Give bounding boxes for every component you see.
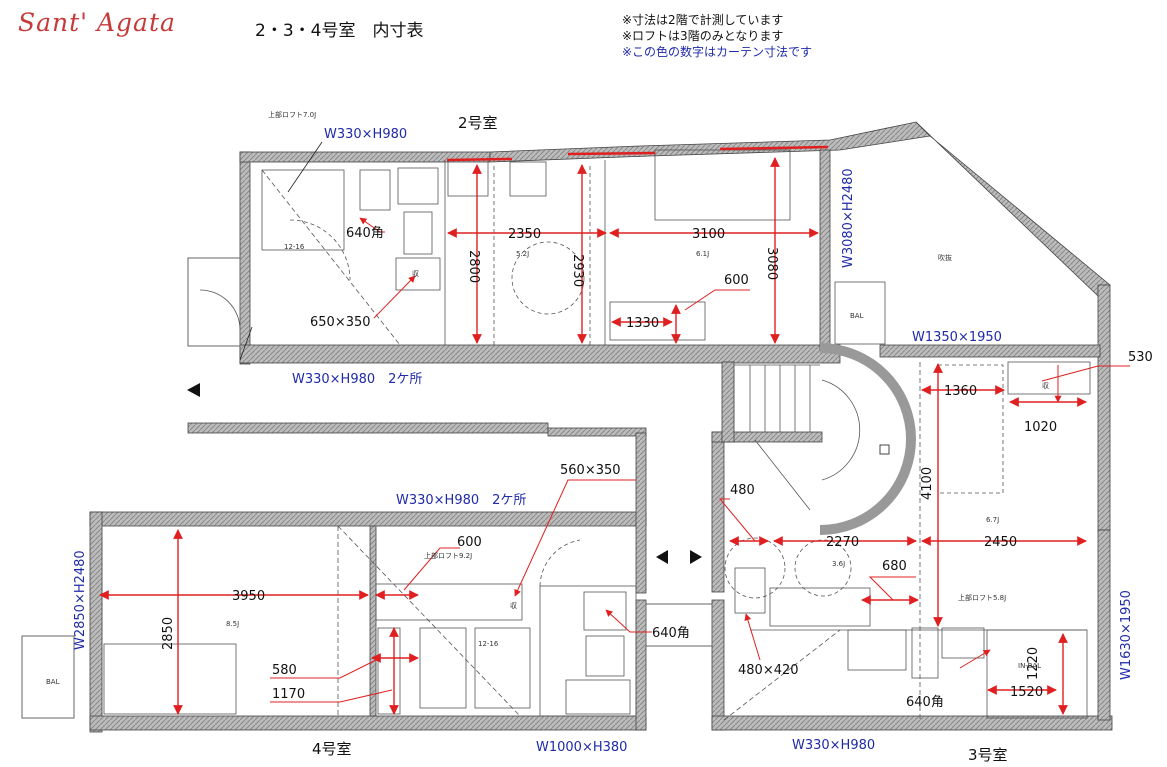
room2-window-balcony: W1350×1950 bbox=[912, 330, 1002, 345]
notes: ※寸法は2階で計測しています ※ロフトは3階のみとなります ※この色の数字はカー… bbox=[622, 12, 812, 60]
room4-dim-560x350: 560×350 bbox=[560, 463, 621, 478]
room3-dim-480x420: 480×420 bbox=[738, 663, 799, 678]
room2-loft: 上部ロフト7.0J bbox=[268, 110, 316, 119]
room3-dim-2450: 2450 bbox=[984, 535, 1017, 550]
room3-window-right: W1630×1950 bbox=[1119, 590, 1134, 680]
room4-loft: 上部ロフト9.2J bbox=[424, 551, 472, 560]
room4-side-box bbox=[645, 603, 713, 647]
room4-dim-1170: 1170 bbox=[272, 687, 305, 702]
room2-fukinuke: 吹抜 bbox=[938, 253, 952, 262]
room3-dim-1020: 1020 bbox=[1024, 420, 1057, 435]
room4-dimensions bbox=[99, 479, 652, 715]
room4-storage: 収 bbox=[510, 602, 517, 610]
room3-dim-680: 680 bbox=[882, 559, 907, 574]
room3-dim-1520: 1520 bbox=[1010, 685, 1043, 700]
room3-loft: 上部ロフト5.8J bbox=[958, 593, 1006, 602]
room4-window-bottom: W1000×H380 bbox=[536, 740, 627, 755]
room2-dim-2800: 2800 bbox=[466, 250, 481, 283]
room2-bal: BAL bbox=[850, 312, 864, 320]
room2-j2: 5.2J bbox=[516, 250, 529, 258]
staircase bbox=[733, 343, 916, 535]
room2-window-bottom: W330×H980 2ケ所 bbox=[292, 372, 422, 387]
room2-label: 2号室 bbox=[458, 114, 498, 132]
room4-dim-600: 600 bbox=[457, 535, 482, 550]
room3-dim-2270: 2270 bbox=[826, 535, 859, 550]
room4-bal: BAL bbox=[46, 678, 60, 686]
balcony-left bbox=[21, 257, 241, 719]
room2-dim-600: 600 bbox=[724, 273, 749, 288]
room3-dim-480: 480 bbox=[730, 483, 755, 498]
room2-dimensions bbox=[359, 157, 819, 344]
stair-post bbox=[879, 444, 890, 455]
room4-dim-2850: 2850 bbox=[161, 617, 176, 650]
room4-dim-640: 640角 bbox=[652, 626, 690, 641]
room3-dim-640: 640角 bbox=[906, 695, 944, 710]
room4-j2: 12-16 bbox=[478, 640, 499, 648]
room4-dim-3950: 3950 bbox=[232, 589, 265, 604]
room2-j1: 12-16 bbox=[284, 243, 305, 251]
room3-dim-4100: 4100 bbox=[920, 467, 935, 500]
room3-dim-530: 530 bbox=[1128, 350, 1153, 365]
room3-j1: 3.6J bbox=[832, 560, 845, 568]
room2-dim-640: 640角 bbox=[346, 226, 384, 241]
corridor-arrows bbox=[187, 383, 702, 564]
room2-window-top: W330×H980 bbox=[324, 127, 407, 142]
room2-dim-650x350: 650×350 bbox=[310, 315, 371, 330]
brand-logo: Sant' Agata bbox=[18, 8, 176, 37]
room4-window-top: W330×H980 2ケ所 bbox=[396, 493, 526, 508]
room4-dim-580: 580 bbox=[272, 663, 297, 678]
room3-interior bbox=[723, 361, 1091, 721]
room3-dimensions bbox=[718, 363, 1130, 715]
room3-j2: 6.7J bbox=[986, 516, 999, 524]
walls bbox=[89, 121, 1113, 733]
page-title: 2・3・4号室 内寸表 bbox=[255, 21, 424, 41]
room2-window-right: W3080×H2480 bbox=[841, 168, 856, 268]
room2-leaders bbox=[239, 141, 323, 361]
room3-storage: 収 bbox=[1042, 382, 1049, 390]
note-3: ※この色の数字はカーテン寸法です bbox=[622, 45, 813, 59]
room2-storage: 収 bbox=[412, 270, 419, 278]
note-2: ※ロフトは3階のみとなります bbox=[622, 29, 784, 43]
room2-dim-3080: 3080 bbox=[764, 247, 779, 280]
room2-dim-2930: 2930 bbox=[570, 254, 585, 287]
room3-window-bottom: W330×H980 bbox=[792, 738, 875, 753]
room4-j1: 8.5J bbox=[226, 620, 239, 628]
room3-label: 3号室 bbox=[968, 746, 1008, 764]
room4-interior bbox=[101, 525, 637, 717]
room2-dim-3100: 3100 bbox=[692, 227, 725, 242]
room2-j3: 6.1J bbox=[696, 250, 709, 258]
room3-dim-1220: 1220 bbox=[1026, 647, 1041, 680]
room3-dim-1360: 1360 bbox=[944, 384, 977, 399]
room2-dim-1330: 1330 bbox=[626, 316, 659, 331]
note-1: ※寸法は2階で計測しています bbox=[622, 13, 784, 27]
room4-label: 4号室 bbox=[312, 740, 352, 758]
room2-curtain-rails bbox=[446, 145, 829, 162]
room4-window-left: W2850×H2480 bbox=[73, 550, 88, 650]
room2-dim-2350: 2350 bbox=[508, 227, 541, 242]
room3-inbal: IN-BAL bbox=[1018, 662, 1041, 670]
